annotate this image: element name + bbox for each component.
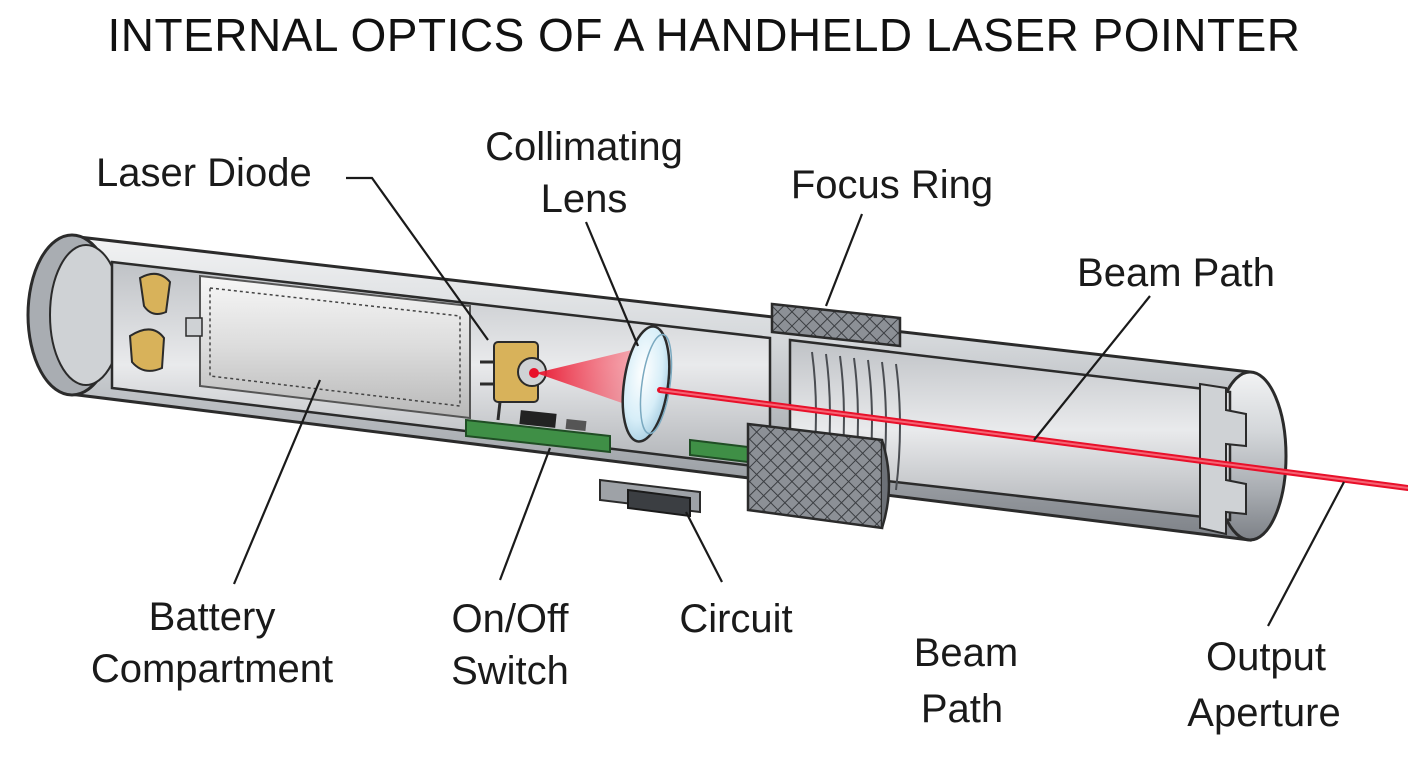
label-collimating-lens-1: Collimating <box>485 125 683 169</box>
laser-diode-part <box>480 341 547 421</box>
output-aperture-part <box>1199 382 1247 536</box>
laser-cone <box>536 348 648 412</box>
label-battery-1: Battery <box>149 595 276 639</box>
label-battery-2: Compartment <box>91 647 333 691</box>
label-collimating-lens-2: Lens <box>541 177 628 221</box>
label-beam-path-bottom-1: Beam <box>914 631 1019 675</box>
label-focus-ring: Focus Ring <box>791 163 993 207</box>
leader-lines <box>232 176 1345 627</box>
collimating-lens-part <box>621 325 673 443</box>
on-off-switch-part <box>599 478 701 518</box>
label-beam-path-top: Beam Path <box>1077 251 1275 295</box>
label-on-off-2: Switch <box>451 649 569 693</box>
label-output-aperture-1: Output <box>1206 635 1326 679</box>
circuit-board <box>465 410 749 464</box>
label-laser-diode: Laser Diode <box>96 151 312 195</box>
page-title: INTERNAL OPTICS OF A HANDHELD LASER POIN… <box>107 9 1301 61</box>
focus-ring-part <box>746 302 902 530</box>
label-beam-path-bottom-2: Path <box>921 687 1003 731</box>
battery <box>128 272 471 420</box>
label-on-off-1: On/Off <box>451 597 569 641</box>
label-output-aperture-2: Aperture <box>1187 691 1340 735</box>
label-circuit: Circuit <box>679 597 792 641</box>
